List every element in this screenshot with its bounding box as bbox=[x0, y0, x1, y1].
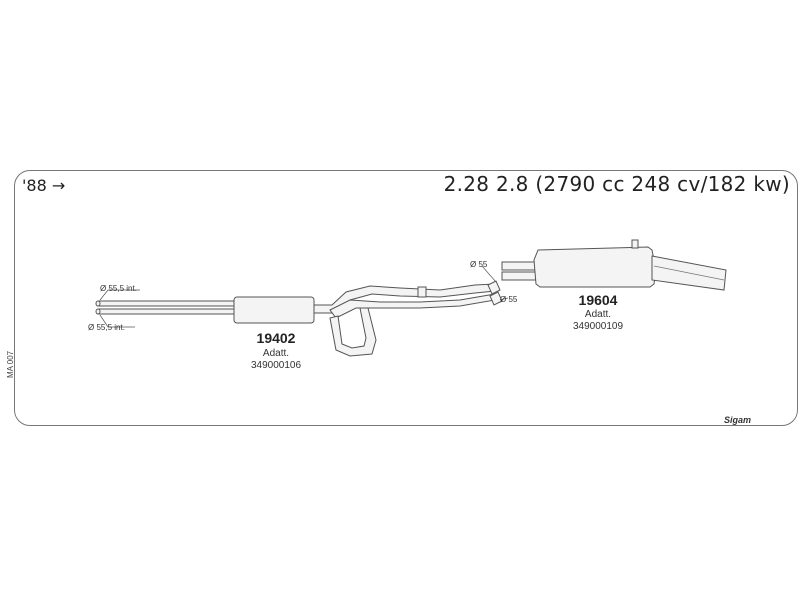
rear-inlet-top-label: Ø 55 bbox=[470, 260, 488, 269]
clamp bbox=[417, 286, 427, 298]
part-note-19402: Adatt. bbox=[262, 348, 290, 359]
u-bend-pipe bbox=[329, 307, 377, 357]
front-pipe-top-label: Ø 55,5 int. bbox=[100, 284, 137, 293]
diagram-frame bbox=[14, 170, 798, 426]
part-note-19604: Adatt. bbox=[584, 309, 612, 320]
middle-silencer bbox=[233, 296, 315, 324]
side-code: MA 007 bbox=[6, 350, 15, 378]
brand-logo: Sigam bbox=[724, 415, 752, 425]
part-code-19604: 19604 bbox=[578, 292, 618, 308]
front-pipe-lower bbox=[97, 308, 237, 315]
rear-connector bbox=[487, 280, 501, 295]
front-pipe-bottom-label: Ø 55,5 int. bbox=[88, 323, 125, 332]
front-pipe-lower-end bbox=[95, 308, 101, 315]
rear-inlet-lower bbox=[501, 271, 541, 281]
rear-connector-2 bbox=[489, 291, 503, 306]
part-code-19402: 19402 bbox=[256, 330, 296, 346]
rear-silencer bbox=[533, 246, 657, 288]
part-ref-19604: 349000109 bbox=[572, 321, 624, 332]
rear-hanger bbox=[631, 239, 639, 249]
year-label: '88 → bbox=[22, 176, 66, 195]
engine-title: 2.28 2.8 (2790 cc 248 cv/182 kw) bbox=[443, 172, 790, 196]
front-pipe-upper-end bbox=[95, 300, 101, 307]
part-ref-19402: 349000106 bbox=[250, 360, 302, 371]
front-pipe-upper bbox=[97, 300, 237, 307]
rear-inlet-bottom-label: Ø 55 bbox=[500, 295, 518, 304]
